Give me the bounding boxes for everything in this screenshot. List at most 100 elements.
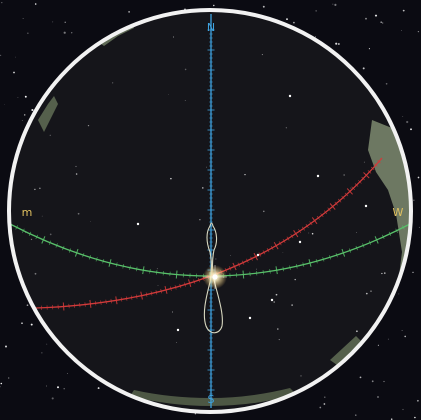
background-star	[63, 31, 66, 34]
dome-star	[350, 187, 352, 189]
dome-star	[300, 375, 302, 377]
dome-star	[343, 174, 345, 176]
dome-star	[39, 187, 41, 189]
dome-star	[170, 177, 172, 180]
background-star	[385, 82, 388, 85]
dome-star	[263, 210, 265, 213]
background-star	[262, 5, 265, 8]
dome-star	[384, 272, 386, 274]
background-star	[128, 11, 130, 13]
dome-star	[256, 268, 258, 270]
landscape-bottom-right	[330, 336, 366, 370]
background-star	[24, 95, 27, 98]
background-star	[71, 32, 73, 34]
background-star	[398, 293, 400, 295]
background-star	[63, 387, 65, 390]
bright-star	[288, 94, 292, 98]
bright-star	[316, 174, 320, 178]
dome-star	[244, 173, 246, 176]
background-star	[413, 199, 415, 201]
dome-star	[356, 232, 357, 233]
dome-star	[184, 100, 186, 101]
dome-star	[276, 328, 279, 330]
background-star	[377, 396, 379, 398]
background-star	[355, 414, 357, 416]
dome-star	[41, 215, 43, 217]
background-star	[402, 115, 404, 117]
dome-star	[291, 304, 293, 306]
background-star	[387, 338, 389, 340]
bright-star	[136, 222, 140, 226]
dome-star	[273, 301, 276, 303]
background-star	[15, 56, 16, 58]
dome-star	[278, 339, 280, 341]
dome-star	[30, 238, 33, 241]
background-star	[337, 42, 340, 46]
background-star	[383, 380, 385, 383]
bright-star	[176, 328, 180, 332]
background-star	[319, 406, 322, 409]
background-star	[402, 9, 405, 12]
dome-star	[49, 233, 52, 236]
dome-star	[157, 285, 159, 286]
background-star	[13, 71, 15, 74]
dome-star	[184, 68, 187, 71]
dome-star	[75, 165, 77, 168]
background-star	[0, 382, 3, 385]
background-star	[4, 103, 5, 105]
background-star	[401, 30, 402, 31]
background-star	[30, 323, 33, 326]
background-star	[368, 48, 370, 50]
celestial-equator-ticks	[15, 225, 405, 280]
cardinal-south: S	[208, 393, 215, 406]
dome-star	[173, 36, 174, 38]
dome-star	[275, 293, 278, 296]
background-star	[332, 3, 334, 5]
background-star	[371, 380, 374, 383]
background-star	[314, 36, 317, 38]
dome-starfield	[25, 36, 386, 377]
dome-star	[215, 258, 217, 260]
dome-star	[294, 278, 296, 281]
background-star	[52, 21, 54, 23]
ecliptic-line	[35, 157, 383, 309]
cardinal-north: N	[207, 21, 215, 34]
dome-star	[261, 54, 263, 56]
bright-star	[248, 316, 252, 320]
background-star	[335, 42, 338, 45]
landscape-upper-left	[38, 96, 58, 132]
background-star	[4, 345, 8, 348]
background-star	[64, 21, 66, 23]
background-star	[293, 21, 295, 24]
dome-star	[175, 342, 177, 343]
background-star	[51, 397, 54, 400]
sun-marker[interactable]	[203, 265, 227, 289]
landscape-right	[368, 120, 410, 300]
background-star	[31, 108, 34, 112]
analemma-figure-eight	[203, 222, 223, 334]
background-star	[406, 120, 409, 124]
background-star	[365, 17, 367, 20]
background-star	[414, 416, 416, 419]
dome-frame	[7, 8, 413, 414]
background-star	[402, 408, 404, 411]
background-star	[8, 377, 10, 379]
background-star	[286, 18, 288, 20]
dome-star	[168, 94, 169, 95]
bright-star	[256, 253, 260, 257]
landscape-bottom	[130, 388, 296, 406]
dome-star	[112, 82, 114, 84]
dome-star	[308, 232, 310, 234]
background-star	[0, 54, 2, 57]
background-star	[410, 128, 412, 131]
background-star	[315, 10, 317, 12]
dome-star	[285, 127, 287, 129]
background-star	[359, 376, 362, 379]
dome-star	[363, 161, 365, 163]
background-star	[21, 322, 23, 325]
background-star	[404, 335, 407, 338]
bright-star	[298, 240, 302, 244]
